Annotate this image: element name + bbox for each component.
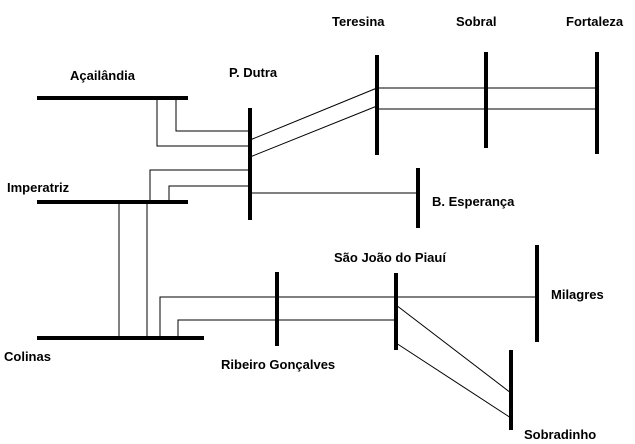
label-p-dutra: P. Dutra	[229, 65, 278, 80]
line-colinas-sao-joao-2	[177, 319, 396, 338]
line-sao-joao-sobradinho-1	[395, 304, 512, 394]
label-fortaleza: Fortaleza	[566, 14, 624, 29]
label-sobradinho: Sobradinho	[524, 427, 596, 442]
line-acailandia-p-dutra-1	[175, 98, 250, 132]
label-imperatriz: Imperatriz	[7, 180, 70, 195]
label-milagres: Milagres	[551, 287, 604, 302]
label-acailandia: Açailândia	[70, 68, 136, 83]
label-ribeiro-goncalves: Ribeiro Gonçalves	[221, 357, 335, 372]
line-imperatriz-p-dutra-2	[168, 185, 250, 202]
label-teresina: Teresina	[332, 14, 385, 29]
line-p-dutra-teresina-2	[249, 105, 378, 158]
line-imperatriz-p-dutra-1	[149, 169, 250, 202]
label-b-esperanca: B. Esperança	[432, 194, 515, 209]
label-sobral: Sobral	[456, 14, 496, 29]
label-colinas: Colinas	[4, 349, 51, 364]
line-p-dutra-teresina-1	[249, 87, 378, 141]
line-sao-joao-sobradinho-2	[395, 342, 512, 419]
line-colinas-sao-joao-1	[159, 296, 537, 338]
label-sao-joao-do-piaui: São João do Piauí	[334, 250, 446, 265]
line-acailandia-p-dutra-2	[156, 98, 250, 147]
